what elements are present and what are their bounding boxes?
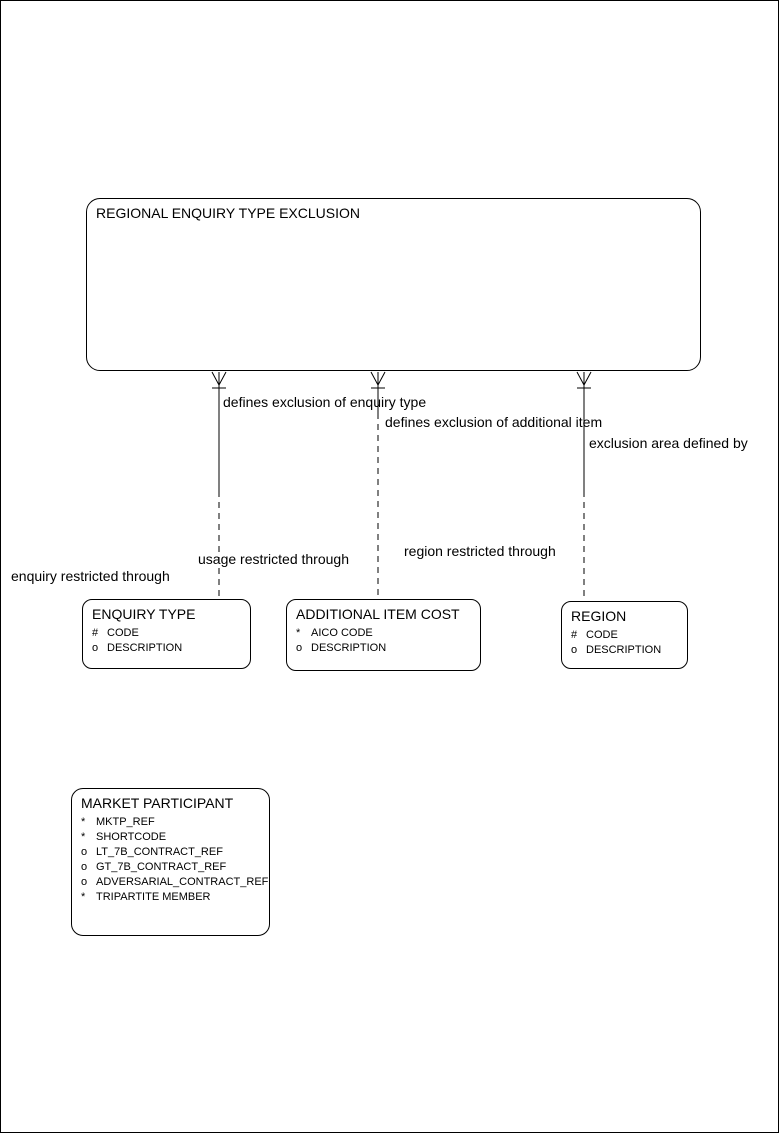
attribute-name: AICO CODE <box>311 627 373 639</box>
relationship-line-additional-item-cost <box>370 371 386 599</box>
relationship-line-region <box>576 371 592 601</box>
attribute-row: * TRIPARTITE MEMBER <box>72 890 269 905</box>
relationship-label-defines-exclusion-of-enquiry-type: defines exclusion of enquiry type <box>223 394 427 410</box>
crow-foot-icon <box>211 371 227 386</box>
attribute-marker: * <box>81 831 86 843</box>
attribute-marker: # <box>92 627 99 639</box>
attribute-row: o GT_7B_CONTRACT_REF <box>72 860 269 875</box>
attribute-name: LT_7B_CONTRACT_REF <box>96 846 223 858</box>
relationship-label-usage-restricted-through: usage restricted through <box>198 551 349 567</box>
attribute-list: * MKTP_REF * SHORTCODE o LT_7B_CONTRACT_… <box>72 815 269 905</box>
attribute-row: o DESCRIPTION <box>562 643 687 658</box>
attribute-name: DESCRIPTION <box>311 642 387 654</box>
attribute-list: # CODE o DESCRIPTION <box>562 628 687 658</box>
entity-title: MARKET PARTICIPANT <box>81 795 234 811</box>
attribute-list: # CODE o DESCRIPTION <box>83 626 250 656</box>
entity-title: ADDITIONAL ITEM COST <box>296 606 460 622</box>
attribute-marker: * <box>296 627 301 639</box>
attribute-marker: o <box>81 861 88 873</box>
entity-box-region: REGION # CODE o DESCRIPTION <box>561 601 688 669</box>
attribute-row: # CODE <box>83 626 250 641</box>
attribute-row: o ADVERSARIAL_CONTRACT_REF <box>72 875 269 890</box>
attribute-row: # CODE <box>562 628 687 643</box>
entity-title: ENQUIRY TYPE <box>92 606 196 622</box>
crow-foot-icon <box>576 371 592 386</box>
attribute-row: * MKTP_REF <box>72 815 269 830</box>
relationship-label-exclusion-area-defined-by: exclusion area defined by <box>589 435 748 451</box>
attribute-row: o LT_7B_CONTRACT_REF <box>72 845 269 860</box>
attribute-name: DESCRIPTION <box>586 644 662 656</box>
entity-box-additional-item-cost: ADDITIONAL ITEM COST * AICO CODE o DESCR… <box>286 599 481 671</box>
attribute-name: CODE <box>107 627 139 639</box>
attribute-marker: o <box>571 644 578 656</box>
entity-title: REGIONAL ENQUIRY TYPE EXCLUSION <box>96 205 361 221</box>
entity-title: REGION <box>571 608 627 624</box>
attribute-row: o DESCRIPTION <box>287 641 480 656</box>
crow-foot-icon <box>370 371 386 386</box>
attribute-name: MKTP_REF <box>96 816 155 828</box>
attribute-marker: o <box>296 642 303 654</box>
attribute-name: TRIPARTITE MEMBER <box>96 891 211 903</box>
attribute-row: o DESCRIPTION <box>83 641 250 656</box>
attribute-name: ADVERSARIAL_CONTRACT_REF <box>96 876 269 888</box>
attribute-name: CODE <box>586 629 618 641</box>
attribute-name: GT_7B_CONTRACT_REF <box>96 861 227 873</box>
attribute-list: * AICO CODE o DESCRIPTION <box>287 626 480 656</box>
attribute-name: DESCRIPTION <box>107 642 183 654</box>
attribute-marker: o <box>81 876 88 888</box>
entity-box-market-participant: MARKET PARTICIPANT * MKTP_REF * SHORTCOD… <box>71 788 270 936</box>
relationship-label-region-restricted-through: region restricted through <box>404 543 556 559</box>
attribute-marker: o <box>92 642 99 654</box>
attribute-marker: # <box>571 629 578 641</box>
attribute-marker: * <box>81 891 86 903</box>
attribute-marker: o <box>81 846 88 858</box>
relationship-label-defines-exclusion-of-additional-item: defines exclusion of additional item <box>385 414 603 430</box>
relationship-line-enquiry-type <box>211 371 227 599</box>
entity-box-regional-enquiry-type-exclusion: REGIONAL ENQUIRY TYPE EXCLUSION <box>86 198 701 371</box>
entity-box-enquiry-type: ENQUIRY TYPE # CODE o DESCRIPTION <box>82 599 251 669</box>
attribute-marker: * <box>81 816 86 828</box>
attribute-row: * AICO CODE <box>287 626 480 641</box>
attribute-name: SHORTCODE <box>96 831 167 843</box>
relationship-label-enquiry-restricted-through: enquiry restricted through <box>11 568 170 584</box>
attribute-row: * SHORTCODE <box>72 830 269 845</box>
